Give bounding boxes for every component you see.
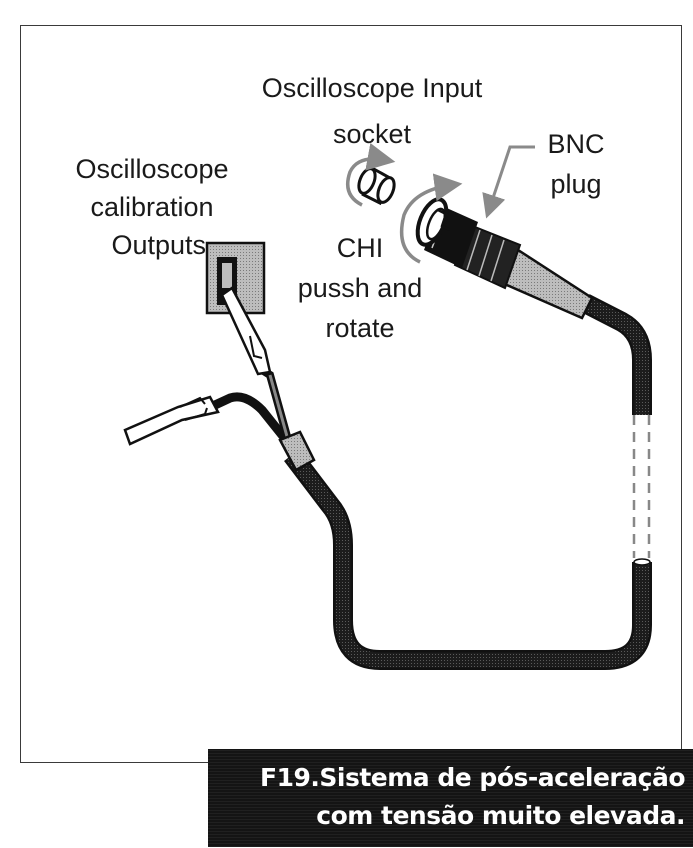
figure-caption: F19.Sistema de pós-aceleração com tensão… xyxy=(208,749,693,847)
rotate-arrow-socket xyxy=(346,143,396,207)
cable-cut-end xyxy=(633,558,651,566)
caption-line-2: com tensão muito elevada. xyxy=(316,801,685,830)
label-bnc-plug: BNC plug xyxy=(547,129,605,199)
cable-junction-sleeve xyxy=(278,430,316,472)
cable-break-dashed xyxy=(632,415,651,558)
caption-line-1: F19.Sistema de pós-aceleração xyxy=(260,763,685,792)
bnc-plug xyxy=(415,197,594,320)
ground-alligator-clip xyxy=(123,395,220,446)
input-socket xyxy=(357,166,396,206)
signal-alligator-clip xyxy=(220,286,272,376)
label-channel-instruction: CHI pussh and rotate xyxy=(297,233,423,343)
rotate-arrow-plug xyxy=(399,173,463,264)
label-calibration-outputs: Oscilloscope calibration Outputs xyxy=(75,154,229,260)
label-input-socket: Oscilloscope Input socket xyxy=(261,73,483,149)
ground-lead-wire xyxy=(213,392,302,458)
bnc-leader-line xyxy=(482,145,535,219)
